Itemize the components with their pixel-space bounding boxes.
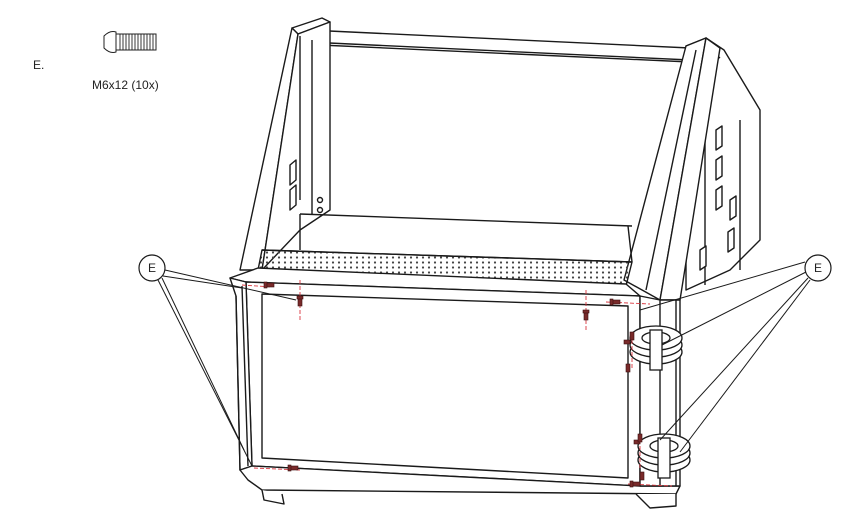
screw-7 [623, 331, 635, 345]
screws [263, 281, 645, 488]
screw-6 [629, 480, 641, 488]
part-label: M6x12 (10x) [92, 78, 159, 92]
step-letter: E. [33, 58, 45, 72]
callout-right [639, 254, 832, 453]
screw-1 [263, 281, 275, 289]
screw-5 [287, 464, 299, 472]
callout-right-label: E [814, 261, 822, 275]
screw-3 [582, 309, 590, 321]
screw-8 [625, 363, 631, 373]
callout-left [138, 254, 297, 467]
cable-ring-upper [629, 325, 683, 371]
cable-ring-lower [637, 433, 691, 479]
screw-2 [296, 295, 304, 307]
screw-10 [639, 471, 645, 481]
screw-9 [633, 433, 643, 445]
callout-left-label: E [148, 261, 156, 275]
rack-frame [229, 17, 761, 509]
screw-4 [609, 298, 621, 306]
screw-icon [103, 31, 157, 53]
